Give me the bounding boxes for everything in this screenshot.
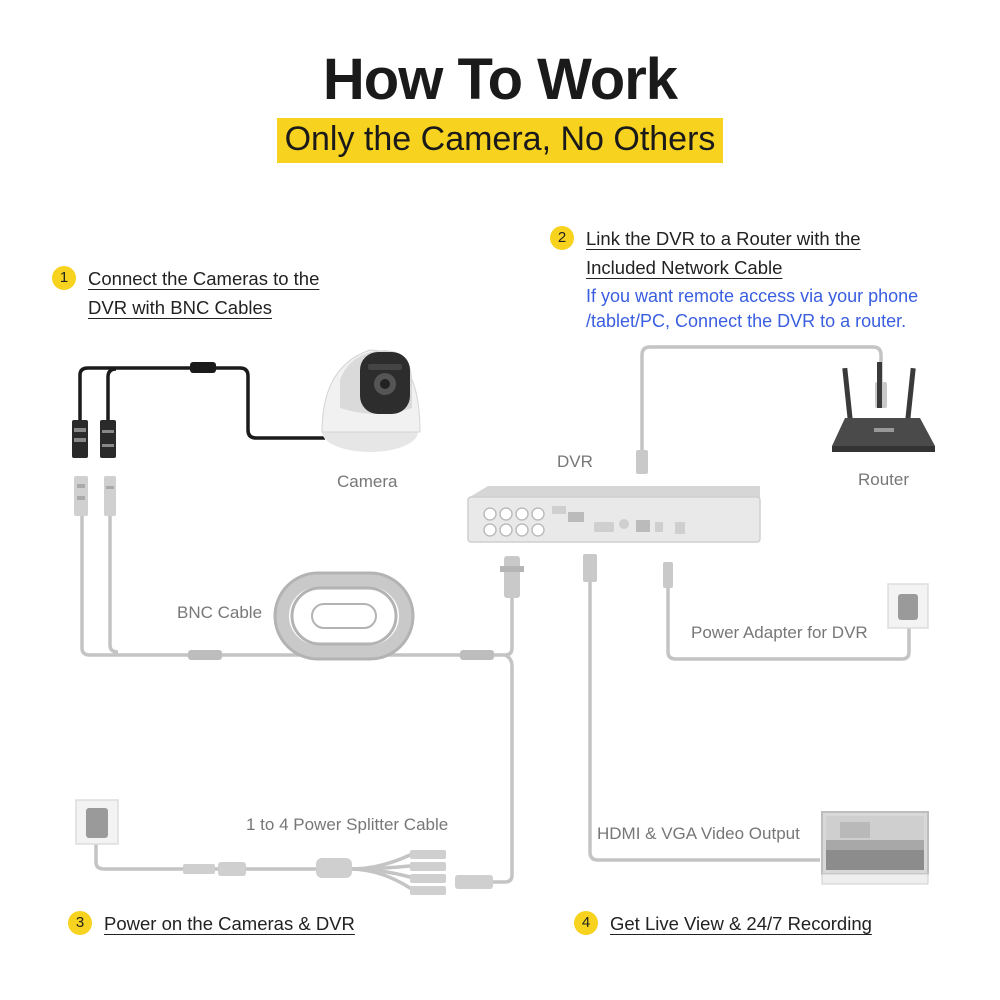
camera-pigtail-cables: [78, 366, 325, 440]
note-line-1: If you want remote access via your phone: [586, 286, 919, 306]
step-1-line-1: Connect the Cameras to the: [88, 268, 320, 289]
step-3: 3 Power on the Cameras & DVR: [68, 909, 355, 938]
dvr-power-plug: [663, 562, 673, 588]
dvr-bnc-connector: [500, 556, 524, 598]
dvr-recorder-icon: [467, 486, 761, 543]
step-2-line-2: Included Network Cable: [586, 257, 783, 278]
step-1-number: 1: [52, 266, 76, 290]
step-4-number: 4: [574, 911, 598, 935]
camera-label: Camera: [337, 472, 398, 491]
power-adapter-label: Power Adapter for DVR: [691, 623, 868, 642]
dvr-power-adapter-icon: [887, 583, 929, 629]
dome-camera-icon: [321, 349, 421, 452]
splitter-plugs: [183, 850, 493, 895]
pigtail-junction: [190, 362, 216, 373]
step-1-line-2: DVR with BNC Cables: [88, 297, 273, 318]
step-4: 4 Get Live View & 24/7 Recording: [574, 909, 872, 938]
hdmi-plug: [583, 554, 597, 582]
step-4-line-1: Get Live View & 24/7 Recording: [610, 913, 872, 934]
bnc-cable-label: BNC Cable: [177, 603, 263, 622]
step-2-number: 2: [550, 226, 574, 250]
remote-access-note: If you want remote access via your phone…: [586, 284, 918, 334]
camera-power-adapter-icon: [75, 799, 119, 845]
video-output-label: HDMI & VGA Video Output: [597, 824, 800, 843]
cable-clips: [188, 650, 494, 660]
dvr-label: DVR: [557, 452, 593, 471]
network-plug: [636, 450, 648, 474]
bnc-cable-connectors: [74, 476, 116, 516]
pigtail-connectors: [72, 420, 116, 458]
router-icon: [832, 362, 935, 452]
subtitle-wrap: Only the Camera, No Others: [0, 118, 1000, 163]
step-3-line-1: Power on the Cameras & DVR: [104, 913, 355, 934]
page-title: How To Work: [322, 47, 678, 112]
step-2: 2 Link the DVR to a Router with the Incl…: [550, 224, 861, 282]
monitor-icon: [821, 811, 929, 885]
splitter-label: 1 to 4 Power Splitter Cable: [246, 815, 449, 834]
step-2-line-1: Link the DVR to a Router with the: [586, 228, 861, 249]
bnc-cable-coil: [273, 571, 415, 661]
step-1: 1 Connect the Cameras to the DVR with BN…: [52, 264, 319, 322]
subtitle-highlight: Only the Camera, No Others: [276, 118, 724, 163]
step-3-number: 3: [68, 911, 92, 935]
router-label: Router: [858, 470, 910, 489]
note-line-2: /tablet/PC, Connect the DVR to a router.: [586, 311, 907, 331]
